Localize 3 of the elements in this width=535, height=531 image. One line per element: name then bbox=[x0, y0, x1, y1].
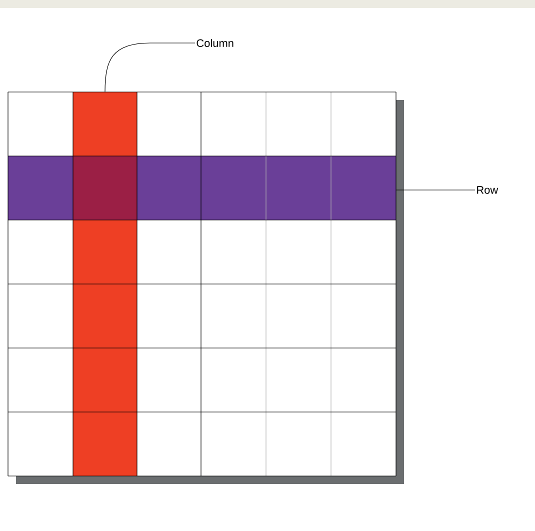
label-text: Row bbox=[477, 186, 498, 194]
label-text: Column bbox=[196, 38, 234, 48]
leader-line bbox=[104, 42, 196, 92]
